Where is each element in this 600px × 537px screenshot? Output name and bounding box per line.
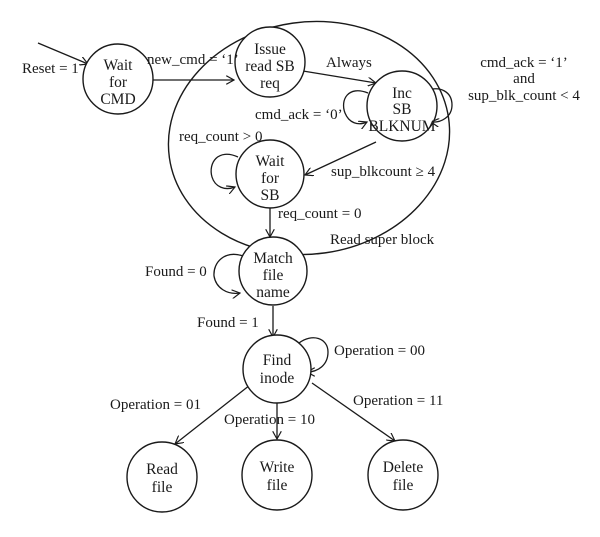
- edge-sup-ge-4: [305, 141, 377, 175]
- label-op-00: Operation = 00: [334, 343, 425, 359]
- state-label-line: file: [393, 477, 414, 494]
- edge-cmd-ack-0: [343, 90, 369, 124]
- state-label-line: Inc: [392, 85, 412, 102]
- label-op-01: Operation = 01: [110, 397, 201, 413]
- state-label-line: for: [261, 170, 280, 187]
- state-label-line: file: [267, 477, 288, 494]
- state-find-inode: Find inode: [242, 334, 312, 404]
- state-label-line: Wait: [104, 57, 134, 74]
- state-label-line: SB: [261, 187, 280, 204]
- state-label-line: Match: [253, 250, 293, 267]
- state-label-line: name: [256, 284, 290, 301]
- state-label-line: Read: [146, 461, 178, 478]
- state-label-line: Issue: [254, 41, 286, 58]
- edge-op-01: [175, 384, 251, 444]
- state-label-line: Delete: [383, 459, 424, 476]
- state-wait-for-sb: Wait for SB: [235, 139, 305, 209]
- read-super-block-region: [167, 20, 451, 256]
- edge-op-11: [311, 382, 395, 441]
- edge-cmd-ack-1: [425, 88, 453, 122]
- label-cmd-ack-1-line2: and: [513, 71, 535, 87]
- label-found-0: Found = 0: [145, 264, 207, 280]
- edge-reset: [37, 42, 88, 64]
- label-op-11: Operation = 11: [353, 393, 443, 409]
- state-label-line: read SB: [245, 58, 295, 75]
- state-label-line: req: [260, 75, 280, 92]
- edge-always: [302, 70, 376, 83]
- state-delete-file: Delete file: [367, 439, 439, 511]
- label-cmd-ack-1-line3: sup_blk_count < 4: [468, 88, 580, 104]
- label-req-gt-0: req_count > 0: [179, 129, 262, 145]
- state-label-line: BLKNUM: [368, 118, 435, 135]
- state-label-line: for: [109, 74, 128, 91]
- edge-found-0: [213, 253, 244, 293]
- state-label-line: CMD: [100, 91, 135, 108]
- edge-op-00: [298, 337, 329, 372]
- state-label-line: Find: [263, 352, 292, 369]
- state-label-line: Write: [260, 459, 295, 476]
- label-op-10: Operation = 10: [224, 412, 315, 428]
- state-read-file: Read file: [126, 441, 198, 513]
- label-cmd-ack-0: cmd_ack = ‘0’: [255, 107, 343, 123]
- state-label-line: SB: [393, 101, 412, 118]
- label-sup-ge-4: sup_blkcount ≥ 4: [331, 164, 436, 180]
- state-wait-for-cmd: Wait for CMD: [82, 43, 154, 115]
- state-match-file-name: Match file name: [238, 236, 308, 306]
- edge-req-gt-0: [210, 153, 239, 188]
- label-new-cmd: new_cmd = ‘1’: [147, 52, 239, 68]
- state-label-line: Wait: [256, 153, 286, 170]
- label-found-1: Found = 1: [197, 315, 259, 331]
- state-write-file: Write file: [241, 439, 313, 511]
- region-label: Read super block: [330, 232, 435, 248]
- state-label-line: file: [263, 267, 284, 284]
- label-cmd-ack-1-line1: cmd_ack = ‘1’: [480, 55, 568, 71]
- state-inc-sb-blknum: Inc SB BLKNUM: [366, 70, 438, 142]
- state-issue-read-sb-req: Issue read SB req: [234, 26, 306, 98]
- state-label-line: inode: [260, 370, 295, 387]
- label-req-eq-0: req_count = 0: [278, 206, 361, 222]
- label-always: Always: [326, 55, 372, 71]
- state-label-line: file: [152, 479, 173, 496]
- label-reset: Reset = 1: [22, 61, 79, 77]
